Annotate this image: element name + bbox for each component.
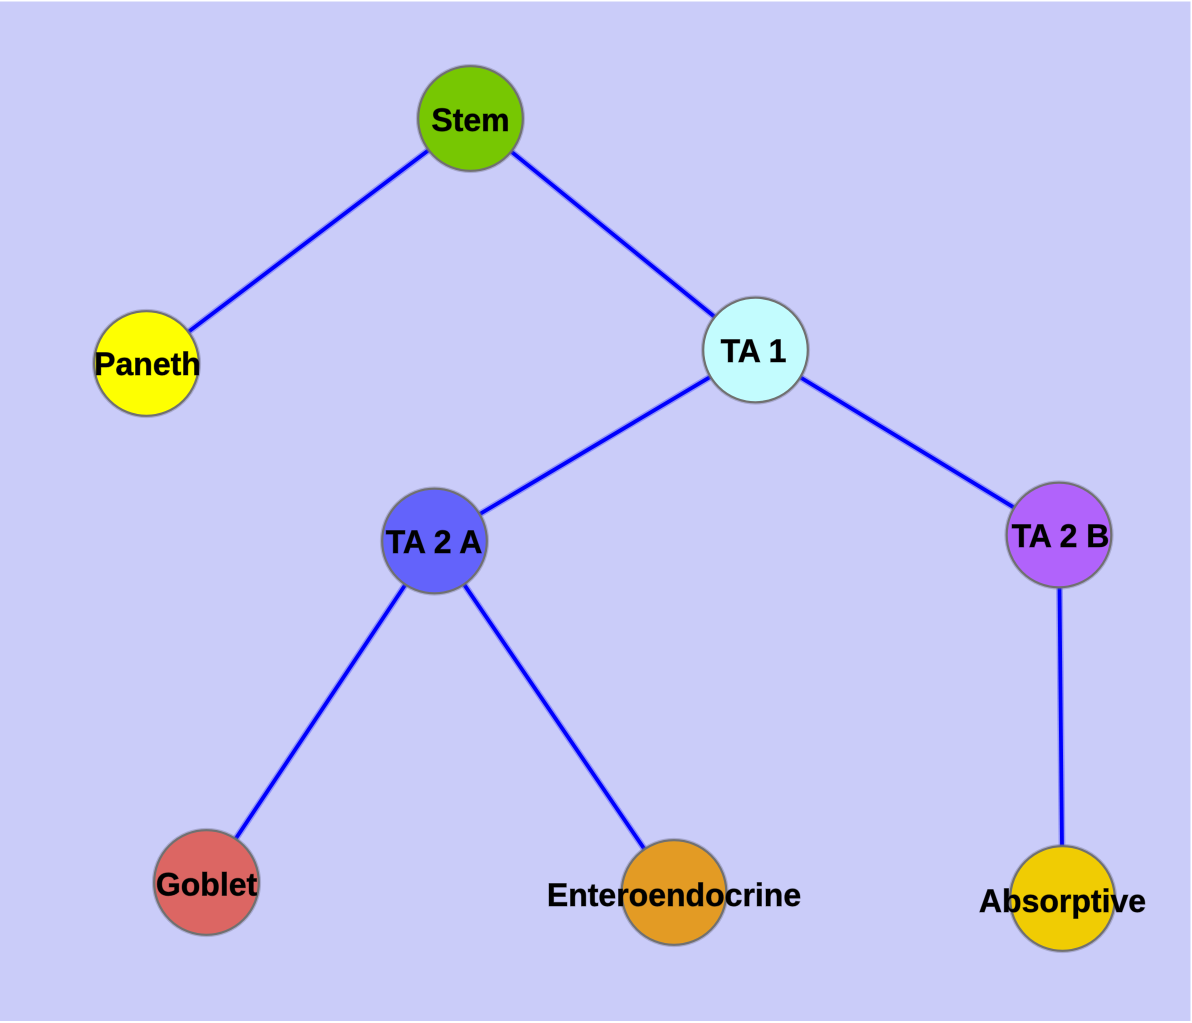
svg-text:Enteroendocrine: Enteroendocrine (547, 877, 801, 913)
svg-text:TA 1: TA 1 (721, 333, 787, 369)
svg-text:Absorptive: Absorptive (979, 883, 1146, 919)
svg-text:TA 2 B: TA 2 B (1012, 518, 1110, 554)
svg-text:Stem: Stem (431, 102, 509, 138)
svg-text:TA 2 A: TA 2 A (386, 524, 483, 560)
svg-text:Goblet: Goblet (156, 867, 258, 903)
svg-text:Paneth: Paneth (94, 346, 201, 382)
